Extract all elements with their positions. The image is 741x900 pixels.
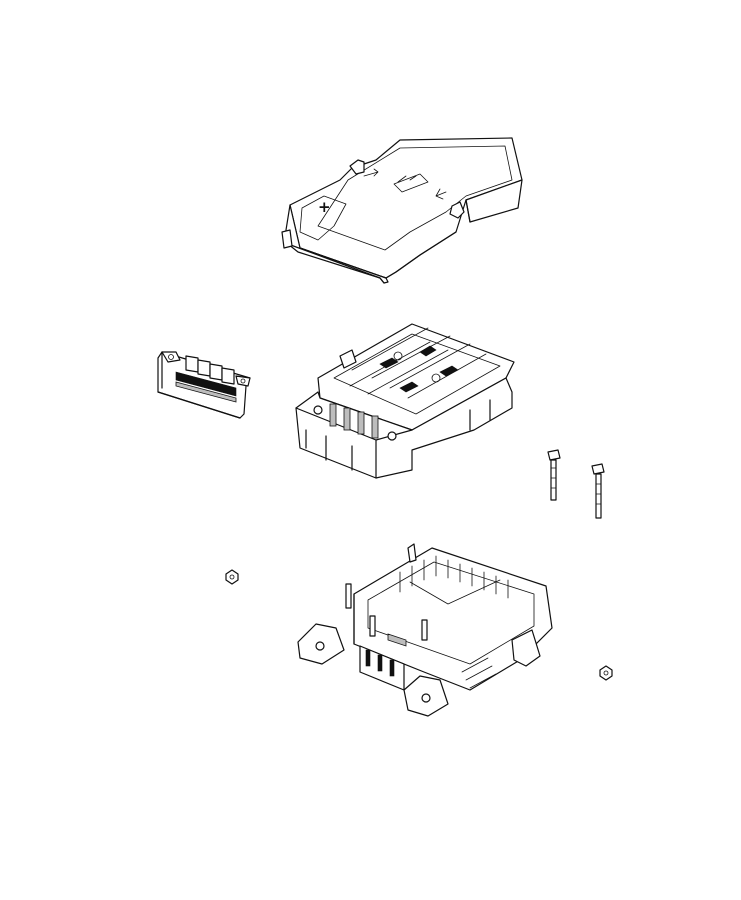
fuse-box-base[interactable]	[297, 543, 553, 717]
plus-symbol: +	[318, 198, 331, 216]
bolt[interactable]	[547, 449, 561, 501]
nut[interactable]	[599, 665, 613, 681]
fuse-box-body[interactable]	[295, 323, 515, 479]
terminal-strip[interactable]	[157, 351, 251, 419]
bolt[interactable]	[591, 463, 605, 519]
nut[interactable]	[225, 569, 239, 585]
fuse-box-cover[interactable]: +	[281, 137, 523, 284]
